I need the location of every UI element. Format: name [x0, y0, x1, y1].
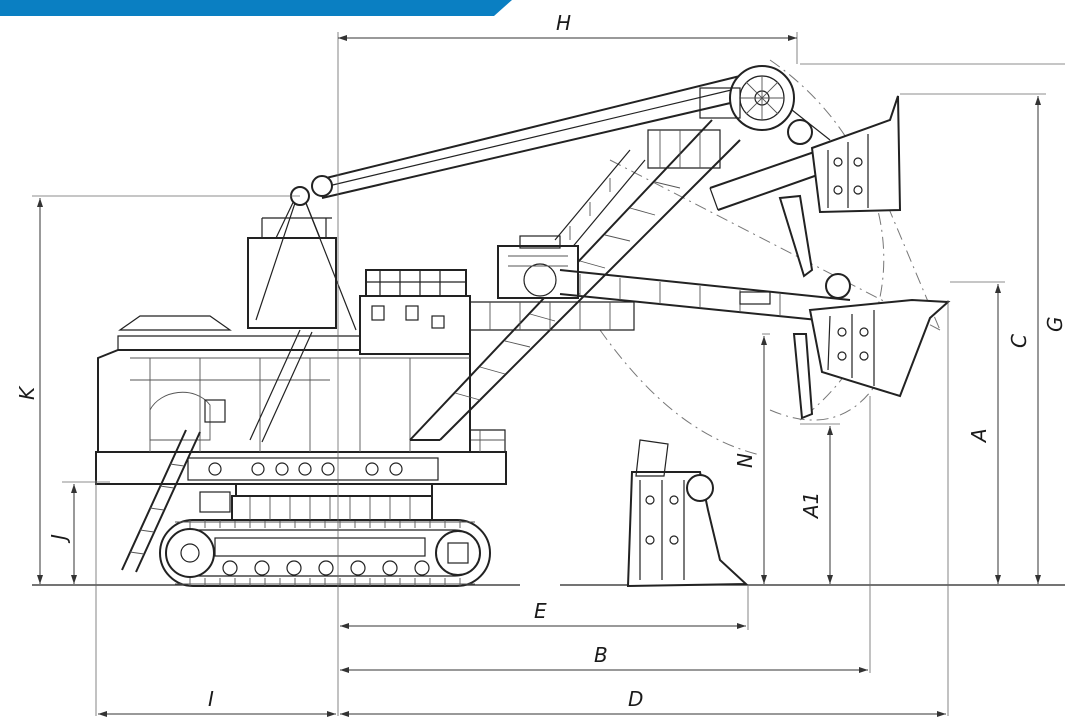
dim-label-i: I: [208, 687, 214, 711]
dim-label-c: C: [1007, 334, 1031, 348]
front-walkway-rails: [489, 302, 611, 330]
boom-point-sheave: [647, 65, 795, 169]
saddle-block: [497, 235, 579, 299]
dim-label-g: G: [1043, 317, 1067, 333]
dim-label-n: N: [733, 453, 757, 468]
hoist-rope-upper: [791, 109, 831, 141]
carbody: [199, 483, 433, 521]
header-banner: [0, 0, 512, 16]
bucket-raised: [778, 95, 902, 278]
dipper-handle-lower: [559, 269, 851, 323]
dim-label-e: E: [534, 599, 547, 623]
dim-label-a1: A1: [799, 492, 823, 520]
dimension-lines: [32, 32, 1065, 717]
crawler-track: [159, 519, 491, 587]
suspension-ropes: [311, 75, 753, 199]
dim-label-h: H: [556, 11, 571, 35]
front-walkway: [470, 301, 635, 331]
dim-label-j: J: [47, 534, 71, 544]
dimension-labels: H K J I D E B N A1 A C G: [15, 11, 1067, 711]
dim-label-a: A: [967, 428, 991, 444]
dim-label-k: K: [15, 385, 39, 400]
bucket-working: [792, 273, 951, 420]
machinery-house: [97, 269, 471, 453]
excavator-machine: [95, 65, 951, 588]
gantry: [247, 186, 357, 331]
dim-label-b: B: [594, 643, 608, 667]
dim-label-d: D: [628, 687, 643, 711]
dipper-handle-upper: [709, 149, 827, 211]
boarding-ladder: [121, 329, 313, 573]
bucket-ground: [626, 439, 749, 588]
